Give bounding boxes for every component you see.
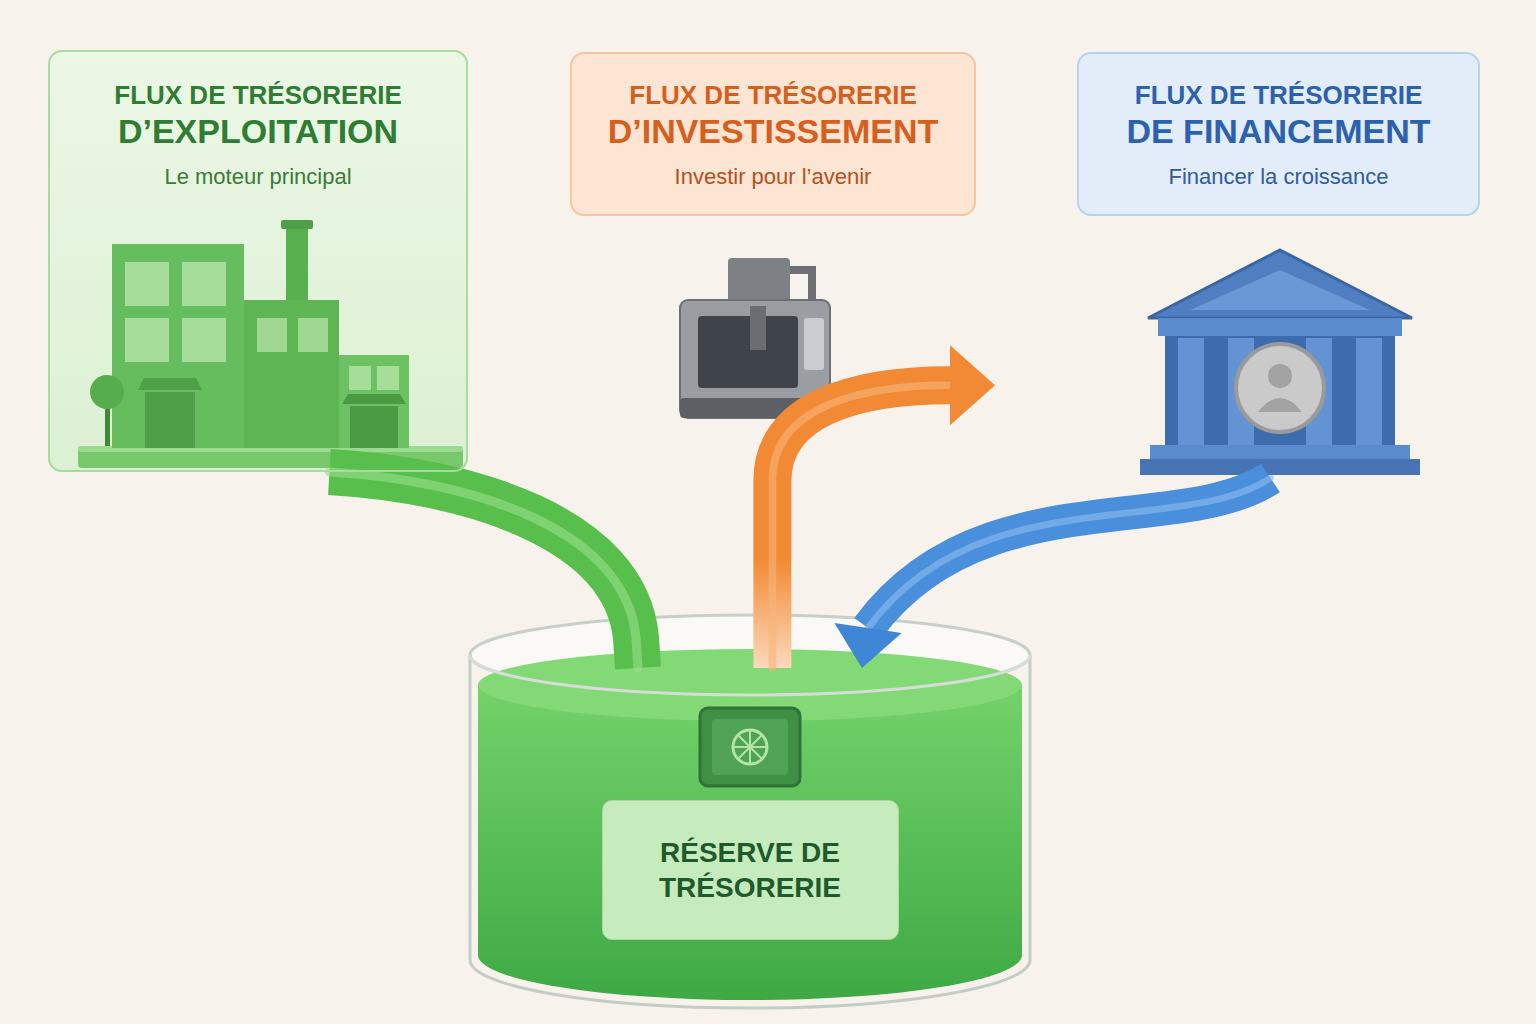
arrow-head xyxy=(950,345,995,425)
flow-streak xyxy=(772,385,950,668)
building xyxy=(244,300,339,448)
machine-spindle xyxy=(750,306,766,350)
bank-column xyxy=(1356,338,1382,445)
bank-pediment xyxy=(1148,250,1412,318)
window xyxy=(125,318,169,362)
safe-dial xyxy=(733,730,767,764)
bank-step xyxy=(1150,445,1410,459)
flow-ribbon xyxy=(329,472,638,668)
flow-box: FLUX DE TRÉSORERIED’EXPLOITATION Le moteu… xyxy=(48,50,468,472)
window xyxy=(182,318,226,362)
header-panel: FLUX DE TRÉSORERIED’INVESTISSEMENT Invest… xyxy=(570,52,976,216)
flow-connector xyxy=(834,478,1270,668)
flow-kicker: FLUX DE TRÉSORERIE xyxy=(66,80,450,111)
chimney xyxy=(286,226,308,306)
flow-kicker: FLUX DE TRÉSORERIE xyxy=(1095,80,1462,111)
flow-subtitle: Le moteur principal xyxy=(66,164,450,190)
machine-window xyxy=(698,316,798,388)
medallion-head xyxy=(1268,364,1292,388)
bank-step xyxy=(1140,459,1420,475)
flow-ribbon xyxy=(772,385,950,668)
door xyxy=(350,406,398,448)
safe-spokes xyxy=(733,730,767,764)
flow-kicker: FLUX DE TRÉSORERIE xyxy=(588,80,958,111)
flow-subtitle: Financer la croissance xyxy=(1095,164,1462,190)
safe-icon xyxy=(700,708,800,786)
flow-connector xyxy=(329,472,638,668)
flow-ribbon xyxy=(868,478,1270,628)
reserve-node: RÉSERVE DE TRÉSORERIE xyxy=(470,668,1030,998)
reservoir xyxy=(470,615,1030,1008)
window xyxy=(349,366,371,390)
window xyxy=(298,318,328,352)
glass-wall xyxy=(470,655,1030,1008)
bank-medallion xyxy=(1236,344,1324,432)
safe-door xyxy=(712,719,788,775)
flow-heading: D’EXPLOITATION xyxy=(66,111,450,152)
tree-crown xyxy=(90,375,124,409)
flow-streak xyxy=(329,472,638,668)
window xyxy=(182,262,226,306)
arrow-head xyxy=(834,623,901,668)
bank-beam xyxy=(1158,318,1402,336)
machine-panel xyxy=(804,318,824,370)
chimney-cap xyxy=(281,220,313,229)
bank-wall xyxy=(1165,336,1395,446)
flow-heading: D’INVESTISSEMENT xyxy=(588,111,958,152)
window xyxy=(257,318,287,352)
door xyxy=(145,392,195,448)
machine-pipe xyxy=(790,270,812,300)
factory-icon xyxy=(78,220,463,468)
flow-box: FLUX DE TRÉSORERIED’INVESTISSEMENT Invest… xyxy=(570,52,995,482)
flow-subtitle: Investir pour l’avenir xyxy=(588,164,958,190)
header-panel: FLUX DE TRÉSORERIEDE FINANCEMENT Financer… xyxy=(1077,52,1480,216)
flow-box: FLUX DE TRÉSORERIEDE FINANCEMENT Financer… xyxy=(1077,52,1480,478)
medallion-body xyxy=(1258,398,1302,412)
window xyxy=(125,262,169,306)
flow-heading: DE FINANCEMENT xyxy=(1095,111,1462,152)
reserve-label: RÉSERVE DE TRÉSORERIE xyxy=(602,800,899,940)
flow-streak xyxy=(868,478,1270,628)
bank-icon xyxy=(1140,250,1420,475)
awning xyxy=(138,378,202,390)
building xyxy=(339,355,409,448)
window xyxy=(377,366,399,390)
awning xyxy=(342,394,406,404)
glass-front-rim xyxy=(470,655,1030,695)
building xyxy=(112,244,244,448)
liquid xyxy=(478,685,1022,1000)
bank-column xyxy=(1178,338,1204,445)
box-fill xyxy=(48,50,468,472)
bank-pediment-inner xyxy=(1190,270,1370,310)
safe-body xyxy=(700,708,800,786)
